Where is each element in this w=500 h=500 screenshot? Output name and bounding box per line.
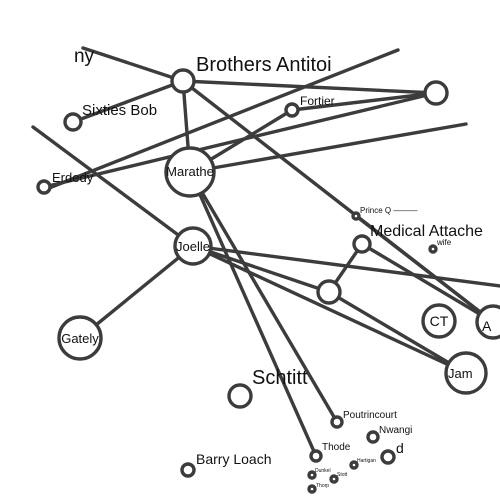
- node-label-ct: CT: [430, 313, 449, 329]
- edge-marathe-right-edge: [188, 122, 468, 174]
- node-medical-attache[interactable]: [352, 234, 372, 254]
- node-hub[interactable]: [316, 279, 342, 305]
- node-label-d-partial: d: [396, 440, 404, 456]
- edges-layer: [31, 46, 500, 458]
- node-label-nwangi: Nwangi: [379, 425, 412, 436]
- node-marathe[interactable]: [164, 146, 216, 198]
- node-label-jam: Jam: [448, 366, 473, 381]
- node-label-fortier: Fortier: [300, 94, 335, 108]
- node-brothers-antitoi[interactable]: [170, 68, 196, 94]
- node-erdedy[interactable]: [36, 179, 52, 195]
- node-label-hartigan: Hartigan: [357, 458, 376, 464]
- node-label-brothers-antitoi: Brothers Antitoi: [196, 54, 332, 76]
- edge-brothers-antitoi-top-right: [181, 79, 438, 95]
- node-thode[interactable]: [309, 449, 323, 463]
- edge-joelle-hub: [191, 244, 331, 294]
- edge-prince-q-a-right: [354, 214, 495, 324]
- node-label-barry-loach: Barry Loach: [196, 451, 271, 467]
- edge-erdedy-offcanvas: [42, 48, 400, 192]
- node-label-poutrincourt: Poutrincourt: [343, 410, 397, 421]
- node-joelle[interactable]: [173, 226, 213, 266]
- node-label-thorp: Thorp: [316, 483, 329, 489]
- node-label-wife: wife: [436, 238, 452, 247]
- node-label-erdedy: Erdedy: [52, 170, 94, 185]
- node-wife[interactable]: [428, 244, 438, 254]
- node-hartigan[interactable]: [349, 460, 359, 470]
- node-thorp[interactable]: [307, 484, 317, 494]
- node-d-partial[interactable]: [380, 449, 396, 465]
- node-a-right[interactable]: [475, 304, 500, 340]
- node-nwangi[interactable]: [366, 430, 380, 444]
- node-fortier[interactable]: [284, 102, 300, 118]
- node-label-prince-q: Prince Q ———: [360, 206, 417, 215]
- edge-joelle-jam: [191, 244, 468, 375]
- node-label-stott: Stott: [337, 472, 348, 478]
- node-schtitt[interactable]: [227, 383, 253, 409]
- edge-joelle-gately: [78, 244, 195, 340]
- node-top-right[interactable]: [423, 80, 449, 106]
- node-barry-loach[interactable]: [180, 462, 196, 478]
- node-label-thode: Thode: [322, 442, 351, 453]
- node-stott[interactable]: [329, 474, 339, 484]
- node-label-partial-top: ny: [74, 46, 95, 67]
- edge-partial-top-brothers-antitoi: [81, 46, 185, 83]
- edge-marathe-thode: [188, 170, 318, 458]
- node-sixties-bob[interactable]: [63, 112, 83, 132]
- node-label-sixties-bob: Sixties Bob: [82, 102, 157, 119]
- edge-brothers-antitoi-sixties-bob: [71, 79, 185, 124]
- node-label-schtitt: Schtitt: [252, 367, 308, 389]
- edge-medical-attache-a-right: [360, 242, 495, 324]
- node-ct[interactable]: [421, 303, 457, 339]
- edge-hub-jam: [327, 290, 468, 375]
- edge-fortier-top-right: [290, 91, 438, 112]
- node-prince-q[interactable]: [351, 211, 361, 221]
- node-dunkel[interactable]: [307, 470, 317, 480]
- node-gately[interactable]: [57, 315, 103, 361]
- node-label-joelle: Joelle: [176, 239, 210, 254]
- node-label-a-right: A: [482, 318, 492, 334]
- node-label-dunkel: Dunkel: [315, 468, 331, 474]
- edge-marathe-poutrincourt: [188, 170, 339, 424]
- node-label-medical-attache: Medical Attache: [370, 223, 483, 240]
- node-label-gately: Gately: [61, 331, 99, 346]
- node-jam[interactable]: [444, 351, 488, 395]
- edge-left-edge-joelle: [31, 125, 195, 248]
- edge-erdedy-top-right: [42, 91, 438, 189]
- nodes-layer: [36, 68, 500, 494]
- node-label-marathe: Marathe: [166, 164, 214, 179]
- node-poutrincourt[interactable]: [330, 415, 344, 429]
